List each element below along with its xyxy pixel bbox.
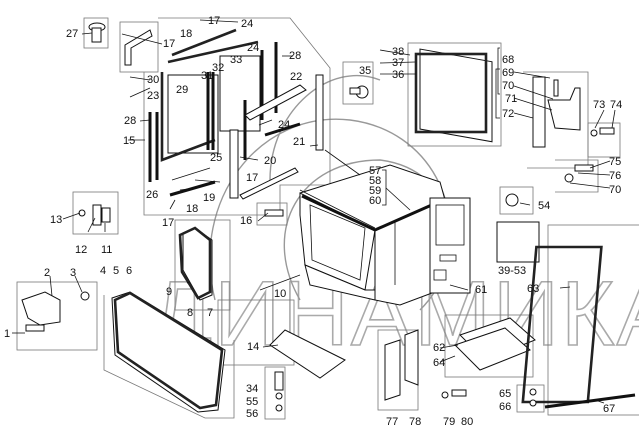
- callout-79: 79: [443, 416, 455, 428]
- callout-18: 18: [186, 203, 198, 215]
- callout-33: 33: [230, 54, 242, 66]
- callout-22: 22: [290, 71, 302, 83]
- callout-24: 24: [241, 18, 253, 30]
- callout-36: 36: [392, 69, 404, 81]
- callout-7: 7: [207, 307, 213, 319]
- callout-4: 4: [100, 265, 106, 277]
- callout-74: 74: [610, 99, 622, 111]
- leader-lines: [12, 19, 616, 404]
- callout-17: 17: [208, 15, 220, 27]
- callout-14: 14: [247, 341, 259, 353]
- callout-21: 21: [293, 136, 305, 148]
- callout-17: 17: [246, 172, 258, 184]
- callout-17: 17: [162, 217, 174, 229]
- callout-34: 34: [246, 383, 258, 395]
- callout-70: 70: [502, 80, 514, 92]
- callout-5: 5: [113, 265, 119, 277]
- callout-10: 10: [274, 288, 286, 300]
- callout-73: 73: [593, 99, 605, 111]
- callout-8: 8: [187, 307, 193, 319]
- callout-2: 2: [44, 267, 50, 279]
- callout-38: 38: [392, 46, 404, 58]
- callout-78: 78: [409, 416, 421, 428]
- door-frame-assembly: [148, 28, 324, 200]
- callout-64: 64: [433, 357, 445, 369]
- callout-18: 18: [180, 28, 192, 40]
- callout-26: 26: [146, 189, 158, 201]
- callout-70: 70: [609, 184, 621, 196]
- callout-65: 65: [499, 388, 511, 400]
- callout-68: 68: [502, 54, 514, 66]
- callout-28: 28: [289, 50, 301, 62]
- callout-39-53: 39-53: [498, 265, 526, 277]
- callout-28: 28: [124, 115, 136, 127]
- cab-body: [299, 149, 471, 306]
- callout-19: 19: [203, 192, 215, 204]
- callout-60: 60: [369, 195, 381, 207]
- callout-16: 16: [240, 215, 252, 227]
- callout-20: 20: [264, 155, 276, 167]
- callout-67: 67: [603, 403, 615, 415]
- callout-59: 59: [369, 185, 381, 197]
- group-boxes: [16, 17, 639, 420]
- callout-54: 54: [538, 200, 550, 212]
- callout-76: 76: [609, 170, 621, 182]
- callout-6: 6: [126, 265, 132, 277]
- callout-32: 32: [212, 62, 224, 74]
- callout-24: 24: [278, 119, 290, 131]
- callout-58: 58: [369, 175, 381, 187]
- callout-66: 66: [499, 401, 511, 413]
- callout-11: 11: [101, 244, 112, 256]
- callout-61: 61: [475, 284, 487, 296]
- callout-1: 1: [4, 328, 10, 340]
- callout-3: 3: [70, 267, 76, 279]
- callout-57: 57: [369, 165, 381, 177]
- callout-13: 13: [50, 214, 62, 226]
- callout-62: 62: [433, 342, 445, 354]
- callout-37: 37: [392, 57, 404, 69]
- small-parts: [21, 22, 636, 413]
- callout-29: 29: [176, 84, 188, 96]
- callout-72: 72: [502, 108, 514, 120]
- callout-56: 56: [246, 408, 258, 420]
- callout-77: 77: [386, 416, 398, 428]
- callout-30: 30: [147, 74, 159, 86]
- callout-labels: 27 17 17 24 18 30 23 29 31 32 33 24 28 2…: [4, 15, 622, 428]
- callout-31: 31: [201, 70, 213, 82]
- callout-23: 23: [147, 90, 159, 102]
- callout-27: 27: [66, 28, 78, 40]
- callout-71: 71: [505, 93, 517, 105]
- callout-55: 55: [246, 396, 258, 408]
- callout-24: 24: [247, 42, 259, 54]
- callout-80: 80: [461, 416, 473, 428]
- callout-63: 63: [527, 283, 539, 295]
- callout-9: 9: [166, 286, 172, 298]
- callout-35: 35: [359, 65, 371, 77]
- callout-17: 17: [163, 38, 175, 50]
- callout-12: 12: [75, 244, 87, 256]
- callout-69: 69: [502, 67, 514, 79]
- callout-25: 25: [210, 152, 222, 164]
- callout-15: 15: [123, 135, 135, 147]
- callout-75: 75: [609, 156, 621, 168]
